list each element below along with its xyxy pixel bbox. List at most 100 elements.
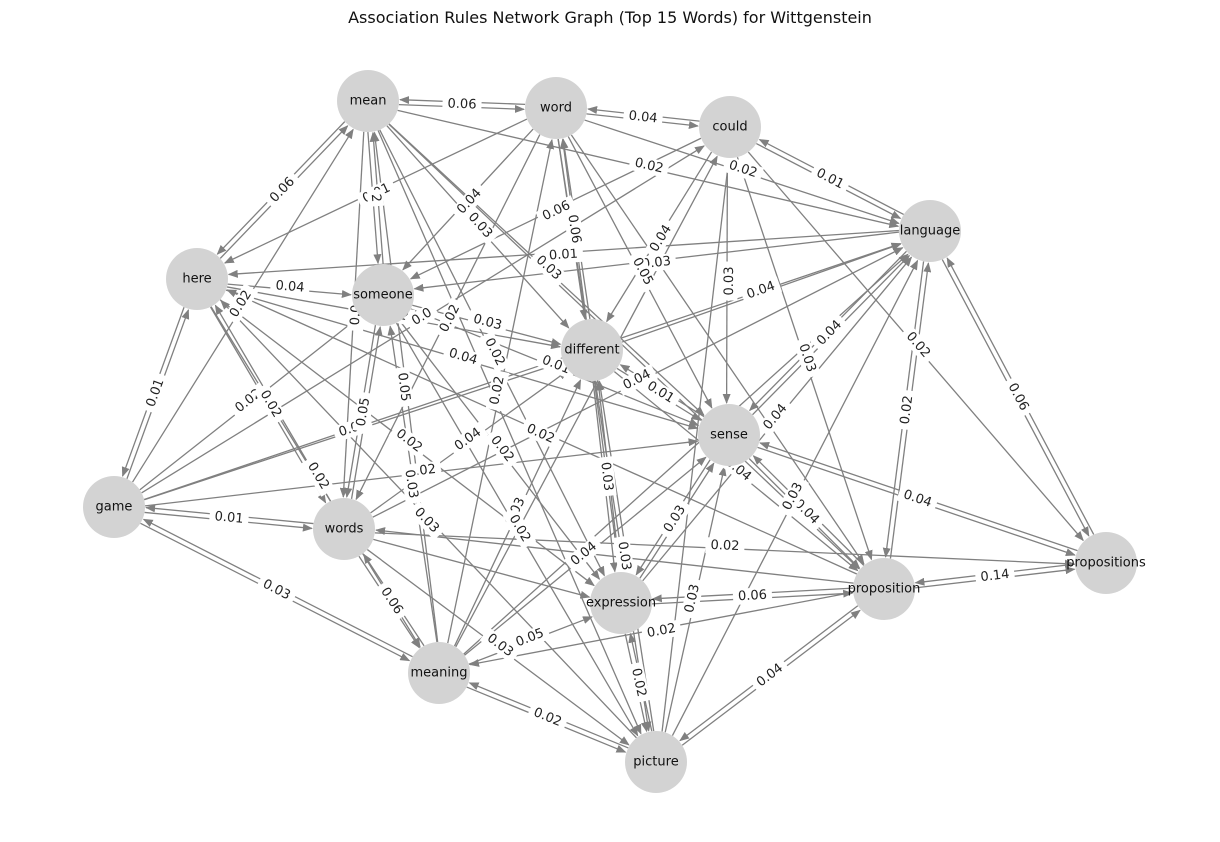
edge-label-group: 0.03 <box>466 309 509 336</box>
edge-label-background <box>721 155 765 184</box>
node-circle <box>1075 532 1137 594</box>
edge-label-background <box>483 428 521 470</box>
edge-label: 0.03 <box>472 312 504 334</box>
edge-label-group: 0.02 <box>896 389 918 431</box>
edge-label-group: 0.06 <box>1001 376 1035 418</box>
edge-label-background <box>680 577 705 620</box>
node-different: different <box>561 319 623 381</box>
edge-label: 0.03 <box>401 469 420 500</box>
edge-label-background <box>434 297 466 340</box>
edge-label-background <box>400 463 422 505</box>
edge-label-group: 2 <box>366 189 385 207</box>
edge-label-group: 0.02 <box>721 155 765 184</box>
edge-label-background <box>896 389 918 431</box>
edge-label-group: 0.01 <box>208 508 250 528</box>
edge-label-group: 0.06 <box>563 208 585 250</box>
edge-label-group: 0.03 <box>461 205 499 246</box>
edge-label-group: 0.05 <box>352 391 375 433</box>
edge-label-background <box>563 208 585 250</box>
edge-label-group: 0.03 <box>255 574 298 606</box>
edge-label-background <box>141 371 170 415</box>
edge-label: 0.02 <box>481 336 507 369</box>
edge-label-background <box>508 623 552 653</box>
edge-label-background <box>1001 376 1035 418</box>
edge-label: 0.05 <box>394 372 412 403</box>
node-circle <box>899 200 961 262</box>
edge-label: 0.02 <box>437 302 463 335</box>
edge-label-background <box>613 535 635 577</box>
edge-label-group: 0.02 <box>628 153 670 179</box>
node-meaning: meaning <box>408 642 470 704</box>
node-mean: mean <box>337 70 399 132</box>
edge-label-background <box>809 162 851 196</box>
node-label: propositions <box>1066 556 1146 571</box>
edge-label-background <box>749 657 791 694</box>
edge-label: 0.03 <box>682 583 703 615</box>
edge-label-group: 0.02 <box>626 661 651 704</box>
node-circle <box>83 476 145 538</box>
node-picture: picture <box>625 731 687 793</box>
edge-label: 0.04 <box>628 108 658 126</box>
edge-label-background <box>223 283 259 325</box>
node-circle <box>166 248 228 310</box>
node-circle <box>698 404 760 466</box>
edge-proposition-words <box>375 527 854 584</box>
edge-label-background <box>705 537 745 555</box>
edge-label-background <box>596 456 617 497</box>
edge-label-background <box>896 485 939 513</box>
edge-label-background <box>793 336 821 380</box>
edge-label-background <box>450 181 489 222</box>
edge-label-background <box>393 366 414 408</box>
edge-label-background <box>657 498 693 540</box>
edge-label-background <box>374 580 409 622</box>
edge-word-proposition <box>570 134 865 565</box>
edge-label: 0.05 <box>354 396 374 427</box>
node-label: proposition <box>848 582 921 597</box>
node-words: words <box>313 498 375 560</box>
edge-label: 0.02 <box>646 621 677 641</box>
edge-label-background <box>899 325 937 365</box>
edge-label-group: 0.06 <box>732 586 773 606</box>
edge-label: 2 <box>368 193 384 202</box>
edge-label-background <box>407 500 446 541</box>
edge-mean-picture <box>377 130 642 735</box>
edge-label: 0.03 <box>260 577 293 604</box>
node-label: here <box>182 272 211 287</box>
edge-label-background <box>366 189 385 207</box>
edge-label: 0.02 <box>531 705 563 730</box>
node-propositions: propositions <box>1066 532 1146 594</box>
edge-label-group: 0.04 <box>739 276 783 305</box>
edge-label-background <box>756 396 795 438</box>
edge-label-background <box>255 574 298 606</box>
edge-label-group: 0.03 <box>613 535 635 577</box>
edge-label-background <box>519 418 562 450</box>
edge-label-background <box>643 217 679 260</box>
node-sense: sense <box>698 404 760 466</box>
edge-label-background <box>810 313 849 353</box>
edge-label-background <box>442 343 484 371</box>
edge-label: 0.02 <box>633 155 665 176</box>
edge-label-group: 0.02 <box>223 283 259 325</box>
edge-label-group: 0.03 <box>721 261 738 301</box>
node-label: game <box>96 500 133 515</box>
node-someone: someone <box>352 264 414 326</box>
edge-label-background <box>732 586 773 606</box>
edge-label-background <box>263 170 302 210</box>
edge-label-background <box>388 422 430 460</box>
node-label: could <box>712 120 747 135</box>
edge-label-background <box>776 475 810 518</box>
edge-label-group: 0.02 <box>705 537 745 555</box>
edge-label-group: 0.04 <box>447 421 489 458</box>
edge-label-background <box>721 261 738 301</box>
edge-label-background <box>442 95 482 114</box>
node-proposition: proposition <box>848 558 921 620</box>
node-label: word <box>540 101 572 116</box>
node-circle <box>525 77 587 139</box>
node-circle <box>352 264 414 326</box>
edge-label-background <box>974 565 1016 587</box>
node-language: language <box>899 200 961 262</box>
edge-label-background <box>622 107 664 128</box>
edge-label-group: 0.02 <box>899 325 937 365</box>
edge-label: 0.04 <box>275 278 305 295</box>
node-circle <box>699 96 761 158</box>
